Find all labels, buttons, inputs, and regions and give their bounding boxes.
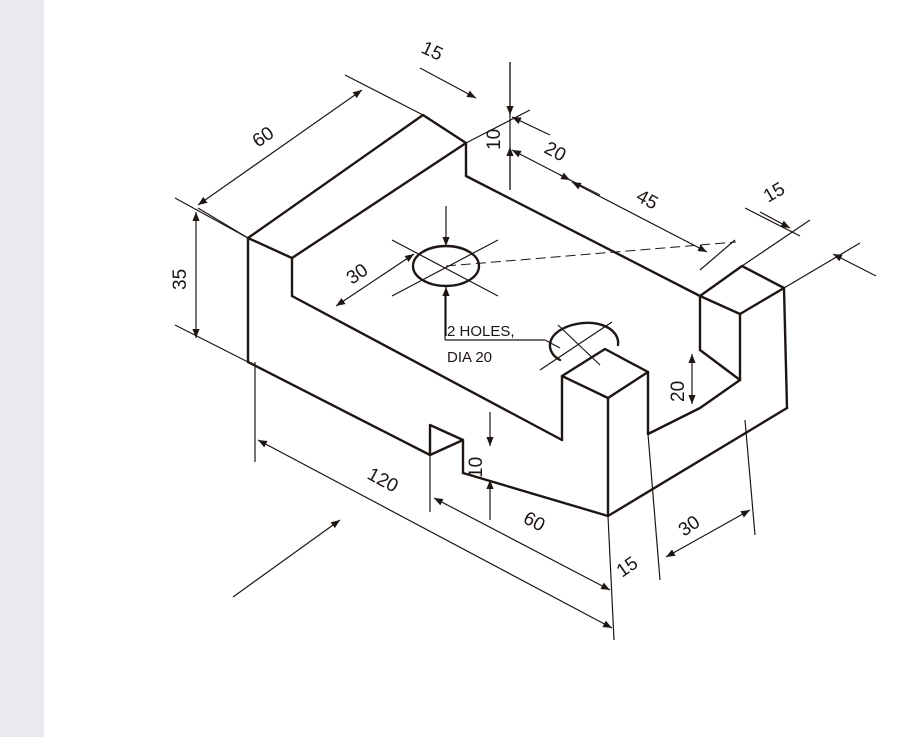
dim-line-60-top — [197, 89, 363, 206]
holes — [391, 239, 737, 371]
ext-30-left — [647, 433, 661, 581]
ext-45-right — [699, 239, 736, 271]
label-15-bottom: 15 — [613, 553, 642, 582]
label-15-top: 15 — [418, 37, 446, 65]
slot-back-floor — [698, 348, 742, 382]
label-120: 120 — [364, 464, 402, 497]
hole-right-center-a — [539, 321, 613, 371]
dim-line-30-hole — [335, 253, 415, 307]
front-pillar — [560, 347, 650, 518]
isometric-drawing: 60 15 10 20 45 15 35 30 20 10 120 60 15 … — [170, 37, 877, 641]
label-10-top: 10 — [484, 129, 505, 150]
drawing-area: 60 15 10 20 45 15 35 30 20 10 120 60 15 … — [44, 0, 922, 737]
ext-15-right-b — [783, 242, 861, 289]
base-top-left-edge — [290, 294, 564, 442]
note-line-1: 2 HOLES, — [447, 323, 515, 340]
dim-line-15-right-b — [832, 253, 877, 277]
label-45: 45 — [633, 186, 662, 214]
dim-line-15-top-b — [511, 116, 551, 136]
dim-line-15-top-a — [419, 67, 477, 99]
object-outline — [246, 113, 789, 518]
label-30-bottom: 30 — [675, 512, 704, 541]
bottom-notch — [428, 423, 465, 475]
front-bottom-edge-2 — [461, 471, 610, 518]
front-bottom-edge — [246, 360, 432, 457]
dimension-labels: 60 15 10 20 45 15 35 30 20 10 120 60 15 … — [170, 37, 789, 582]
note-leader-diag — [544, 339, 561, 349]
note-line-2: DIA 20 — [447, 349, 492, 366]
dim-line-120 — [257, 439, 613, 629]
ext-120-right — [607, 515, 615, 641]
hole-right-center-b — [557, 324, 601, 366]
ext-35-bottom — [174, 324, 249, 363]
left-sidebar-strip — [0, 0, 44, 737]
label-20-top: 20 — [541, 138, 570, 166]
ext-60-left — [197, 207, 249, 239]
label-35: 35 — [170, 269, 191, 290]
label-60-bottom: 60 — [520, 508, 549, 536]
ext-15-right-c — [741, 219, 811, 267]
left-wall-top-face — [246, 113, 468, 260]
dim-line-15-right-a — [759, 211, 791, 229]
front-pillar-top-edge — [560, 374, 610, 400]
ext-15-top — [465, 109, 531, 144]
base-top-back-edge — [464, 174, 702, 298]
right-bottom-edge — [606, 406, 789, 518]
label-15-right: 15 — [760, 179, 789, 208]
notch-diagonal — [428, 438, 465, 457]
back-pillar — [698, 264, 786, 316]
view-direction-arrow — [232, 519, 341, 598]
label-20-slot: 20 — [668, 381, 689, 402]
label-10-bottom: 10 — [466, 457, 487, 478]
label-60-top: 60 — [249, 123, 278, 152]
dim-line-20-top — [511, 149, 571, 181]
ext-15-right-a — [744, 207, 801, 237]
dimension-lines — [192, 62, 877, 629]
hole-right — [548, 321, 620, 362]
slot-floor — [646, 378, 742, 436]
ext-60-right — [344, 74, 424, 116]
dim-line-60-bottom — [433, 497, 611, 591]
dim-line-45 — [571, 181, 708, 253]
holes-note: 2 HOLES, DIA 20 — [447, 323, 515, 366]
ext-30-right — [744, 419, 756, 536]
back-pillar-right — [782, 286, 789, 410]
hole-centerline — [445, 241, 737, 267]
dim-line-30-bottom — [665, 509, 751, 558]
